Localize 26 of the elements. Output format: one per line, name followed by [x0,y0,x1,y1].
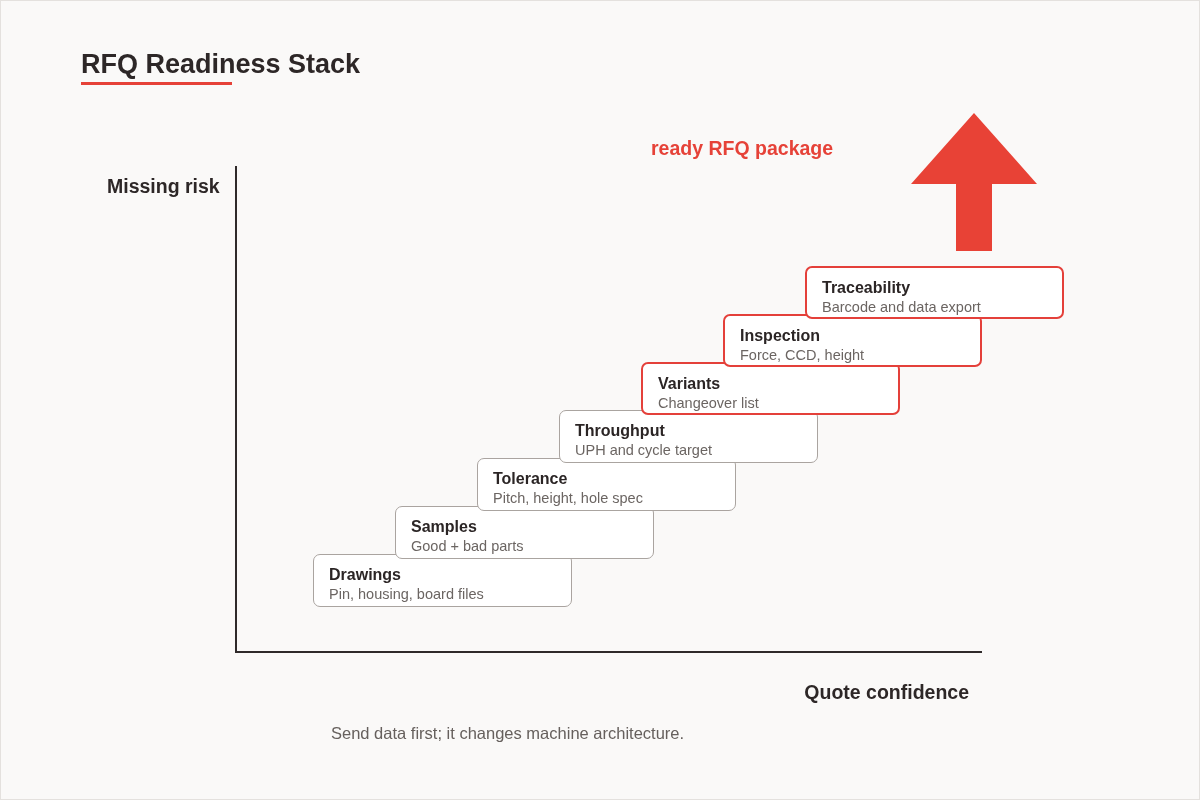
step-card [559,410,818,463]
step-description: UPH and cycle target [575,442,712,459]
step-title: Drawings [329,565,401,585]
step-card [641,362,900,415]
caption-text: Send data first; it changes machine architecture. [331,724,685,743]
step-description: Good + bad parts [411,538,524,555]
goal-label: ready RFQ package [651,137,834,160]
step-description: Pitch, height, hole spec [493,490,643,507]
step-card [477,458,736,511]
axis-label: Quote confidence [804,681,969,704]
step-card [723,314,982,367]
step-description: Changeover list [658,395,759,412]
step-card [805,266,1064,319]
diagram-title: RFQ Readiness Stack [81,48,361,81]
step-description: Barcode and data export [822,299,981,316]
step-description: Pin, housing, board files [329,586,484,603]
step-card [395,506,654,559]
step-title: Tolerance [493,469,568,489]
step-title: Variants [658,374,721,394]
step-title: Traceability [822,278,911,298]
axis-label: Missing risk [107,175,220,198]
step-title: Throughput [575,421,665,441]
step-description: Force, CCD, height [740,347,865,364]
step-title: Samples [411,517,477,537]
step-card [313,554,572,607]
step-title: Inspection [740,326,820,346]
